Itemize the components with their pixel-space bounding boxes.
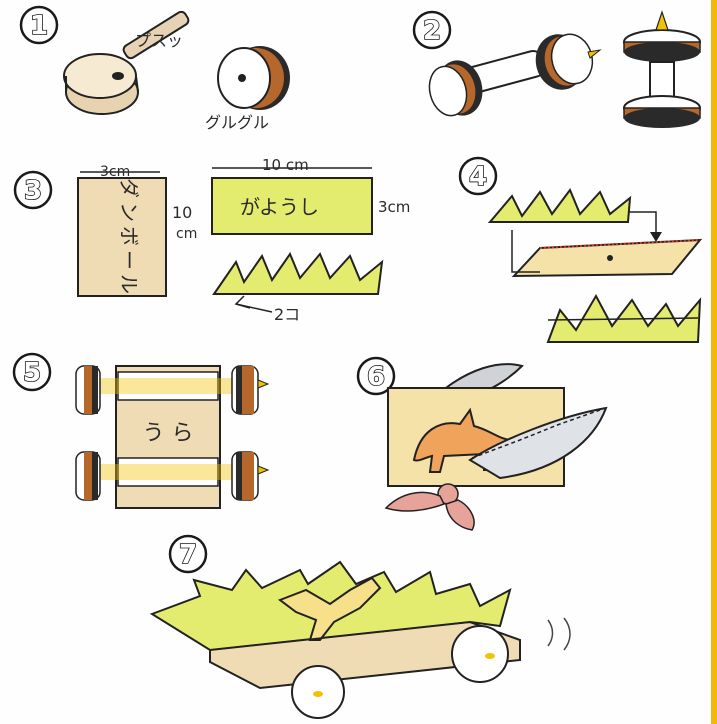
wheel-rear-right (231, 451, 270, 501)
svg-text:5: 5 (23, 358, 41, 388)
step-6: 6 (356, 356, 608, 531)
wheel-front-left (75, 365, 101, 415)
cardboard-rectangle (77, 177, 167, 297)
axle-vertical-view-illustration (623, 10, 701, 128)
step-3-number-badge: 3 (13, 170, 53, 210)
cardboard-width-label: 3cm (100, 164, 130, 180)
svg-text:1: 1 (30, 11, 48, 41)
axle-with-wheels-illustration (428, 33, 602, 117)
step-4-number-badge: 4 (458, 156, 498, 196)
svg-text:4: 4 (469, 162, 487, 192)
grass-top-piece (487, 188, 632, 223)
spinning-wheel-illustration (217, 46, 290, 110)
step-7-number-badge: 7 (168, 534, 208, 574)
cardboard-height-unit: cm (176, 226, 197, 242)
step-2: 2 (412, 10, 701, 128)
cardboard-text: ダンボール (117, 178, 141, 298)
wheel-rear-left (75, 451, 101, 501)
spin-label: グルグル (205, 113, 269, 132)
svg-text:6: 6 (367, 362, 385, 392)
paper-height-label: 3cm (378, 198, 410, 216)
step-2-number-badge: 2 (412, 10, 452, 50)
step-3: 3 3cm 10 cm ダンボール 10 cm がようし 3cm 2コ (13, 156, 410, 324)
motion-lines (547, 617, 571, 651)
step-6-number-badge: 6 (356, 356, 396, 396)
piece-count-label: 2コ (274, 305, 300, 324)
car-wheel-rear (451, 625, 509, 683)
step-5-number-badge: 5 (12, 352, 52, 392)
svg-text:2: 2 (423, 16, 441, 46)
page-edge-stripe (711, 0, 717, 724)
drawing-paper-text: がようし (240, 195, 319, 219)
svg-text:3: 3 (24, 176, 42, 206)
paper-width-label: 10 cm (262, 156, 309, 174)
cap-disk-illustration (63, 10, 190, 115)
finished-car-illustration (149, 560, 571, 719)
step-5: 5 う ら (12, 352, 270, 509)
step-4: 4 (458, 156, 703, 343)
poke-label: プスッ (135, 31, 183, 50)
fox-silhouette (277, 576, 382, 641)
step-7: 7 (149, 534, 571, 719)
svg-text:7: 7 (179, 540, 197, 570)
scissor-blade-bottom (468, 406, 608, 480)
cardboard-height-label: 10 (172, 203, 192, 222)
wheel-front-right (231, 365, 270, 415)
step-1: 1 プスッ グルグル (19, 5, 290, 132)
step-1-number-badge: 1 (19, 5, 59, 45)
scissor-handle (384, 483, 475, 531)
drawing-paper-rectangle (211, 177, 373, 235)
grass-strip-illustration (212, 251, 384, 295)
underside-label: う ら (143, 421, 194, 446)
